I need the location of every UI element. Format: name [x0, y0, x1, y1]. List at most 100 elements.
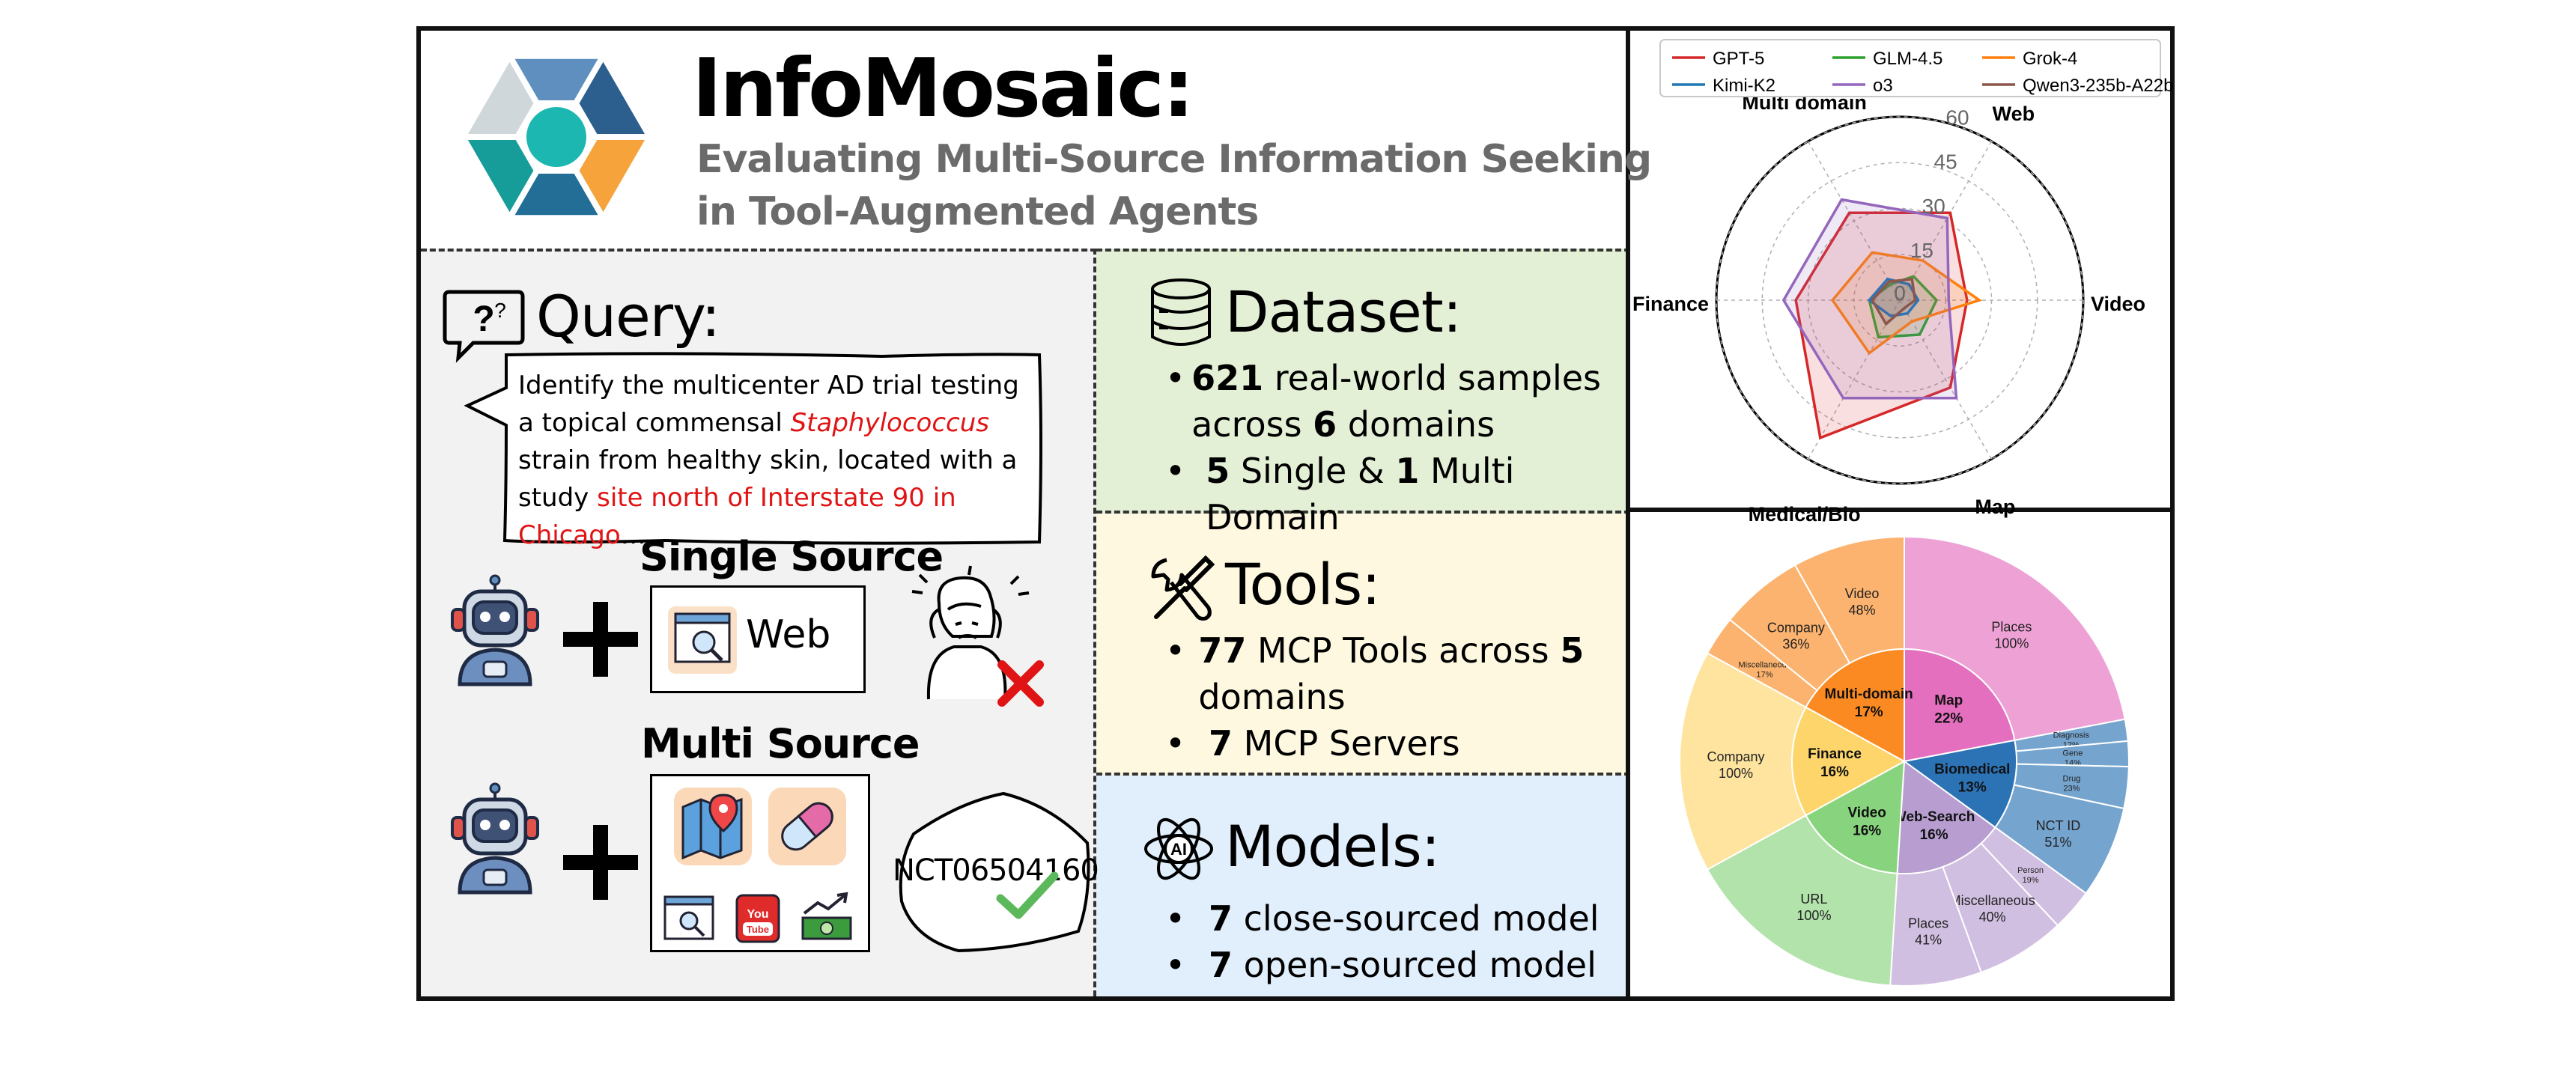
- query-part-3: site north of Interstate 90 in Chicago: [518, 483, 956, 550]
- query-part-4: ….: [620, 520, 654, 550]
- models-bullets: •7 close-sourced model •7 open-sourced m…: [1165, 895, 1614, 988]
- radar-series-o3: [1781, 198, 1958, 400]
- plus-icon: [563, 825, 638, 900]
- models-b0-0: 7: [1209, 898, 1233, 939]
- dataset-bullet: •621 real-world samples across 6 domains: [1165, 358, 1602, 445]
- tools-bullet: •7 MCP Servers: [1165, 723, 1460, 764]
- svg-text:?: ?: [494, 299, 506, 322]
- models-heading: Models:: [1225, 813, 1440, 880]
- answer-text: NCT06504160: [893, 853, 1099, 888]
- radar-spoke: [1899, 299, 1993, 460]
- red-cross-icon: [997, 660, 1044, 707]
- dataset-heading: Dataset:: [1225, 278, 1462, 345]
- money-chart-icon: [801, 892, 852, 940]
- radar-spoke: [1807, 141, 1901, 301]
- radar-tick-label: 0: [1894, 281, 1906, 305]
- dataset-b0-2: 6: [1313, 404, 1337, 445]
- models-b1-1: open-sourced model: [1233, 945, 1597, 985]
- radar-axis-label: Web: [1993, 103, 2035, 125]
- robot-ear: [451, 608, 466, 632]
- legend-label: o3: [1873, 76, 1893, 96]
- tools-heading: Tools:: [1225, 551, 1381, 618]
- query-part-1: Staphylococcus: [790, 408, 989, 438]
- logo-tile: [460, 52, 540, 140]
- horizontal-divider: [1626, 508, 2175, 512]
- multi-source-label: Multi Source: [641, 720, 920, 767]
- single-source-label: Single Source: [640, 533, 944, 580]
- map-pin-icon: [674, 788, 752, 865]
- svg-text:Tube: Tube: [747, 924, 769, 935]
- query-part-0: Identify the multicenter AD trial testin…: [518, 371, 1019, 438]
- dataset-b0-0: 621: [1191, 358, 1264, 398]
- ai-atom-icon: AI: [1144, 817, 1213, 880]
- radar-tick-label: 45: [1934, 150, 1957, 174]
- query-heading: Query:: [536, 283, 720, 350]
- radar-tick-label: 60: [1945, 106, 1969, 130]
- question-speech-bubble-icon: ? ?: [443, 290, 525, 363]
- browser-search-icon: [663, 895, 714, 940]
- tools-bullet: •77 MCP Tools across 5 domains: [1165, 630, 1585, 717]
- robot-eye: [499, 820, 510, 830]
- sunburst-inner-video: [1805, 760, 1906, 874]
- sunburst-inner-map: [1904, 648, 2016, 763]
- robot-antenna-tip: [489, 574, 501, 586]
- robot-visor: [472, 600, 518, 635]
- robot-chest: [482, 660, 508, 678]
- robot-eye: [480, 612, 490, 622]
- wrench-screwdriver-icon: [1151, 555, 1215, 621]
- hexagon-mosaic-logo: [460, 52, 653, 222]
- plus-icon: [563, 602, 638, 677]
- answer-blob: [899, 791, 1090, 953]
- radar-axis-label: Map: [1975, 496, 2015, 518]
- sunburst-inner-multi-domain: [1805, 648, 1905, 763]
- robot-eye: [499, 612, 510, 622]
- radar-axis-label: Finance: [1632, 293, 1709, 315]
- page-subtitle-line2: in Tool-Augmented Agents: [696, 189, 1259, 234]
- svg-text:AI: AI: [1170, 840, 1187, 859]
- vertical-divider: [1626, 26, 1630, 1001]
- radar-axis-label: Video: [2091, 293, 2145, 315]
- models-panel: [1096, 776, 1630, 996]
- browser-search-icon: [668, 606, 737, 674]
- query-speech-bubble: [464, 352, 1042, 545]
- legend-label: GLM-4.5: [1873, 49, 1942, 69]
- radar-tick-label: 15: [1910, 239, 1933, 262]
- models-bullet: •7 open-sourced model: [1165, 945, 1597, 985]
- legend-label: Kimi-K2: [1713, 76, 1775, 96]
- radar-series-gpt-5: [1794, 211, 1969, 440]
- logo-center: [526, 107, 586, 167]
- radar-tick-label: 30: [1922, 195, 1945, 218]
- query-part-2: strain from healthy skin, located with a…: [518, 445, 1018, 513]
- svg-text:?: ?: [473, 299, 494, 339]
- pill-icon: [768, 788, 846, 865]
- radar-series-qwen3-235b-a22b: [1871, 277, 1917, 326]
- radar-series-grok-4: [1831, 251, 1983, 356]
- legend-label: Qwen3-235b-A22b: [2023, 76, 2173, 96]
- frustrated-person-icon: [911, 565, 1030, 700]
- robot-agent-icon: [451, 782, 539, 895]
- dataset-b1-3: Multi Domain: [1206, 451, 1515, 537]
- dataset-b0-1: real-world samples across: [1191, 358, 1602, 445]
- tools-b1-0: 7: [1209, 723, 1233, 764]
- tools-b0-0: 77: [1198, 630, 1247, 671]
- tools-bullets: •77 MCP Tools across 5 domains •7 MCP Se…: [1165, 627, 1614, 767]
- tools-b0-2: 5: [1560, 630, 1585, 671]
- page-subtitle-line1: Evaluating Multi-Source Information Seek…: [696, 137, 1652, 182]
- radar-axis-label: Medical/Bio: [1749, 503, 1861, 526]
- sunburst-inner-web-search: [1896, 760, 1996, 874]
- dataset-b0-3: domains: [1337, 404, 1495, 445]
